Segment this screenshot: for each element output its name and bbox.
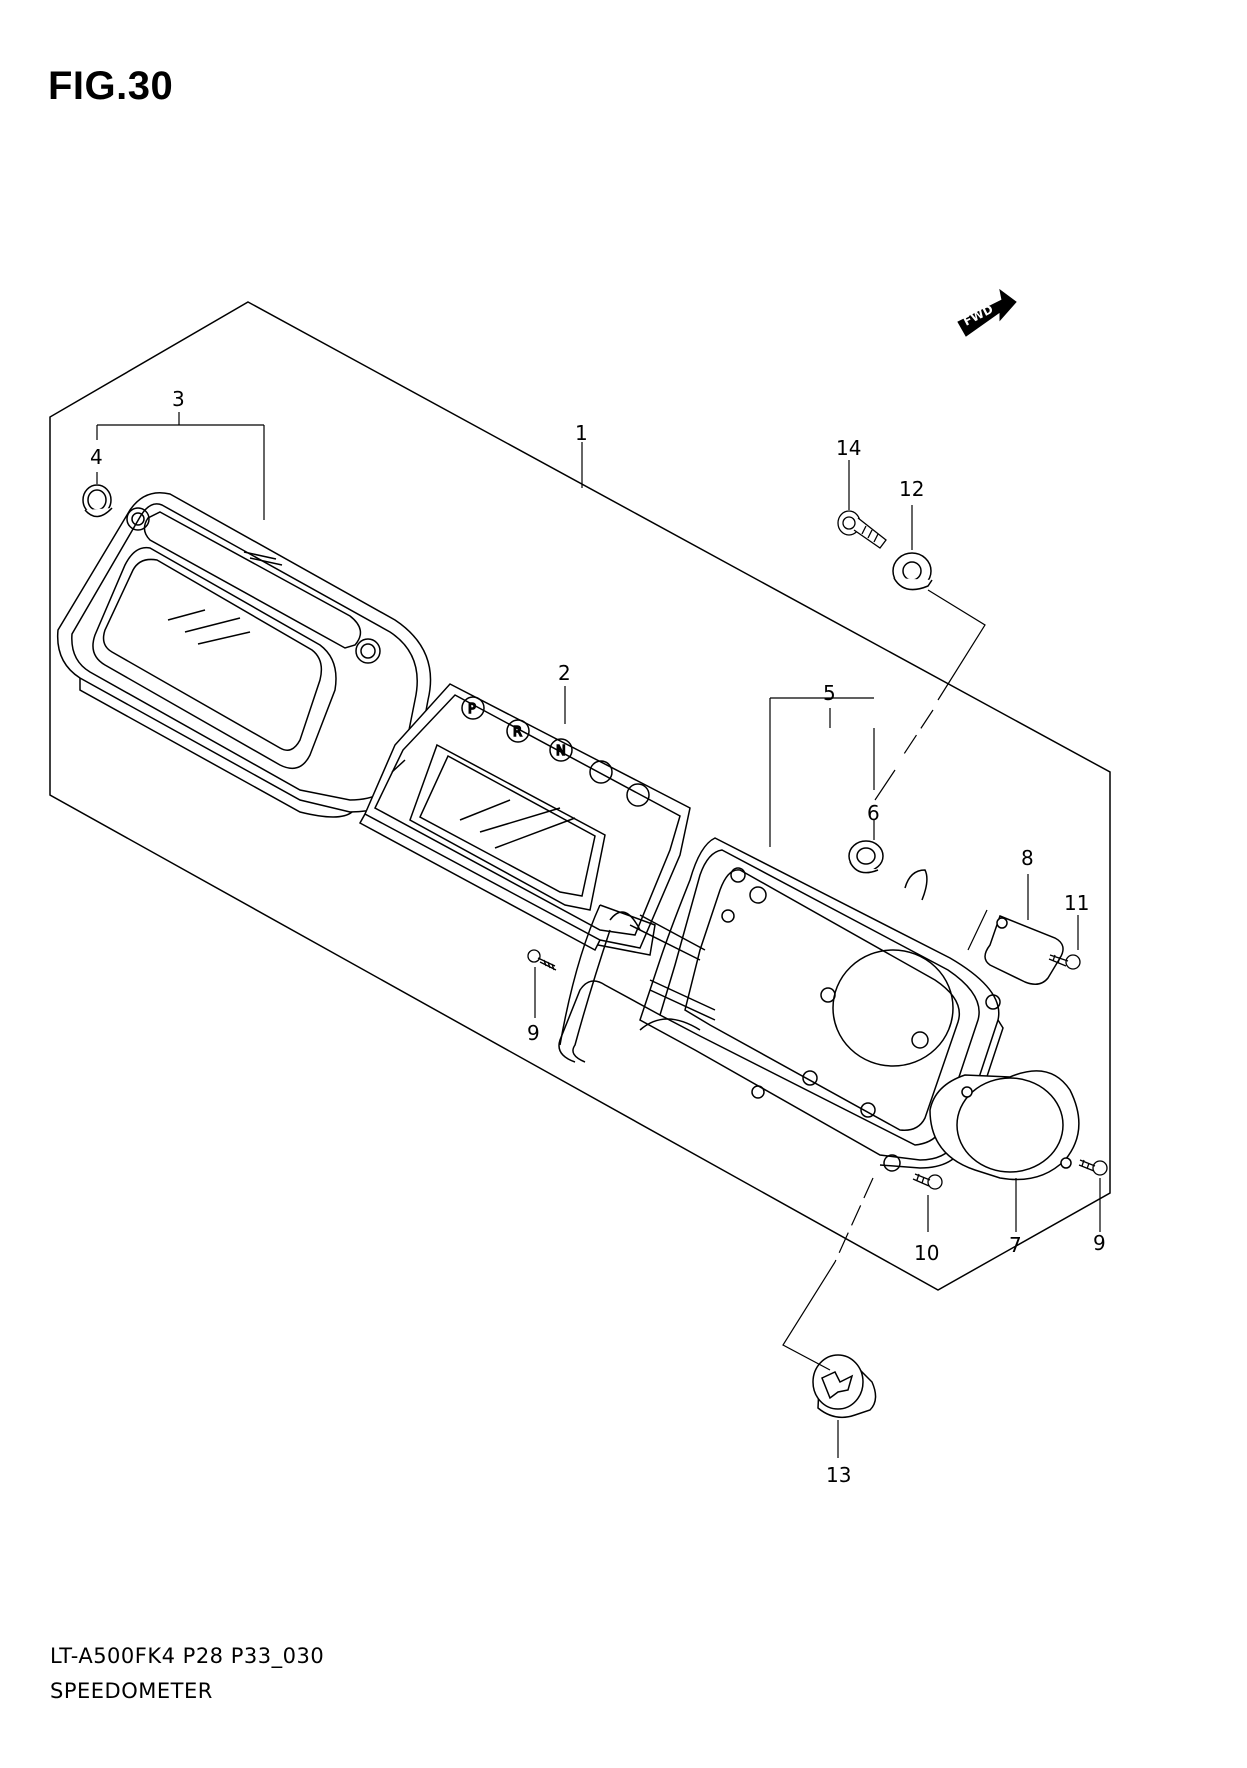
callout-7: 7 xyxy=(1009,1233,1022,1257)
bolt-part-14 xyxy=(837,510,887,549)
callout-8: 8 xyxy=(1021,846,1034,870)
screw-part-9-right xyxy=(1078,1159,1108,1176)
cushion-part-6 xyxy=(848,840,884,874)
callout-6: 6 xyxy=(867,801,880,825)
callout-12: 12 xyxy=(899,477,924,501)
callout-13: 13 xyxy=(826,1463,851,1487)
grommet-part-4 xyxy=(82,484,113,518)
leader-lines xyxy=(96,412,1101,1458)
callout-4: 4 xyxy=(90,445,103,469)
fwd-arrow-icon: FWD xyxy=(957,288,1017,337)
cushion-part-13 xyxy=(812,1354,877,1419)
bulb-cap-part-8 xyxy=(984,915,1064,985)
callout-11: 11 xyxy=(1064,891,1089,915)
callout-1: 1 xyxy=(575,421,588,445)
screw-part-10 xyxy=(912,1173,943,1190)
callout-10: 10 xyxy=(914,1241,939,1265)
nut-part-12 xyxy=(892,552,933,591)
figure-title-overlay: FIG.30 xyxy=(48,64,174,108)
callout-5: 5 xyxy=(823,681,836,705)
meter-cover-part-3 xyxy=(56,492,432,818)
callout-labels: 1 2 3 4 5 6 7 8 9 9 10 11 12 13 14 xyxy=(90,387,1106,1487)
meter-case-part-5 xyxy=(558,837,1004,1172)
ring-plate-part-7 xyxy=(929,1070,1080,1181)
screw-part-9-left xyxy=(527,949,557,971)
callout-3: 3 xyxy=(172,387,185,411)
indicator-label-n: N xyxy=(556,744,566,759)
callout-9-left: 9 xyxy=(527,1021,540,1045)
diagram-name: SPEEDOMETER xyxy=(50,1679,213,1703)
callout-9-right: 9 xyxy=(1093,1231,1106,1255)
screw-part-11 xyxy=(1048,954,1081,970)
indicator-panel-part-2: P R N xyxy=(358,683,691,956)
assembly-boundary xyxy=(49,301,1111,1291)
indicator-label-r: R xyxy=(513,725,522,740)
model-code: LT-A500FK4 P28 P33_030 xyxy=(50,1644,325,1668)
indicator-label-p: P xyxy=(468,702,476,717)
callout-2: 2 xyxy=(558,661,571,685)
callout-14: 14 xyxy=(836,436,861,460)
